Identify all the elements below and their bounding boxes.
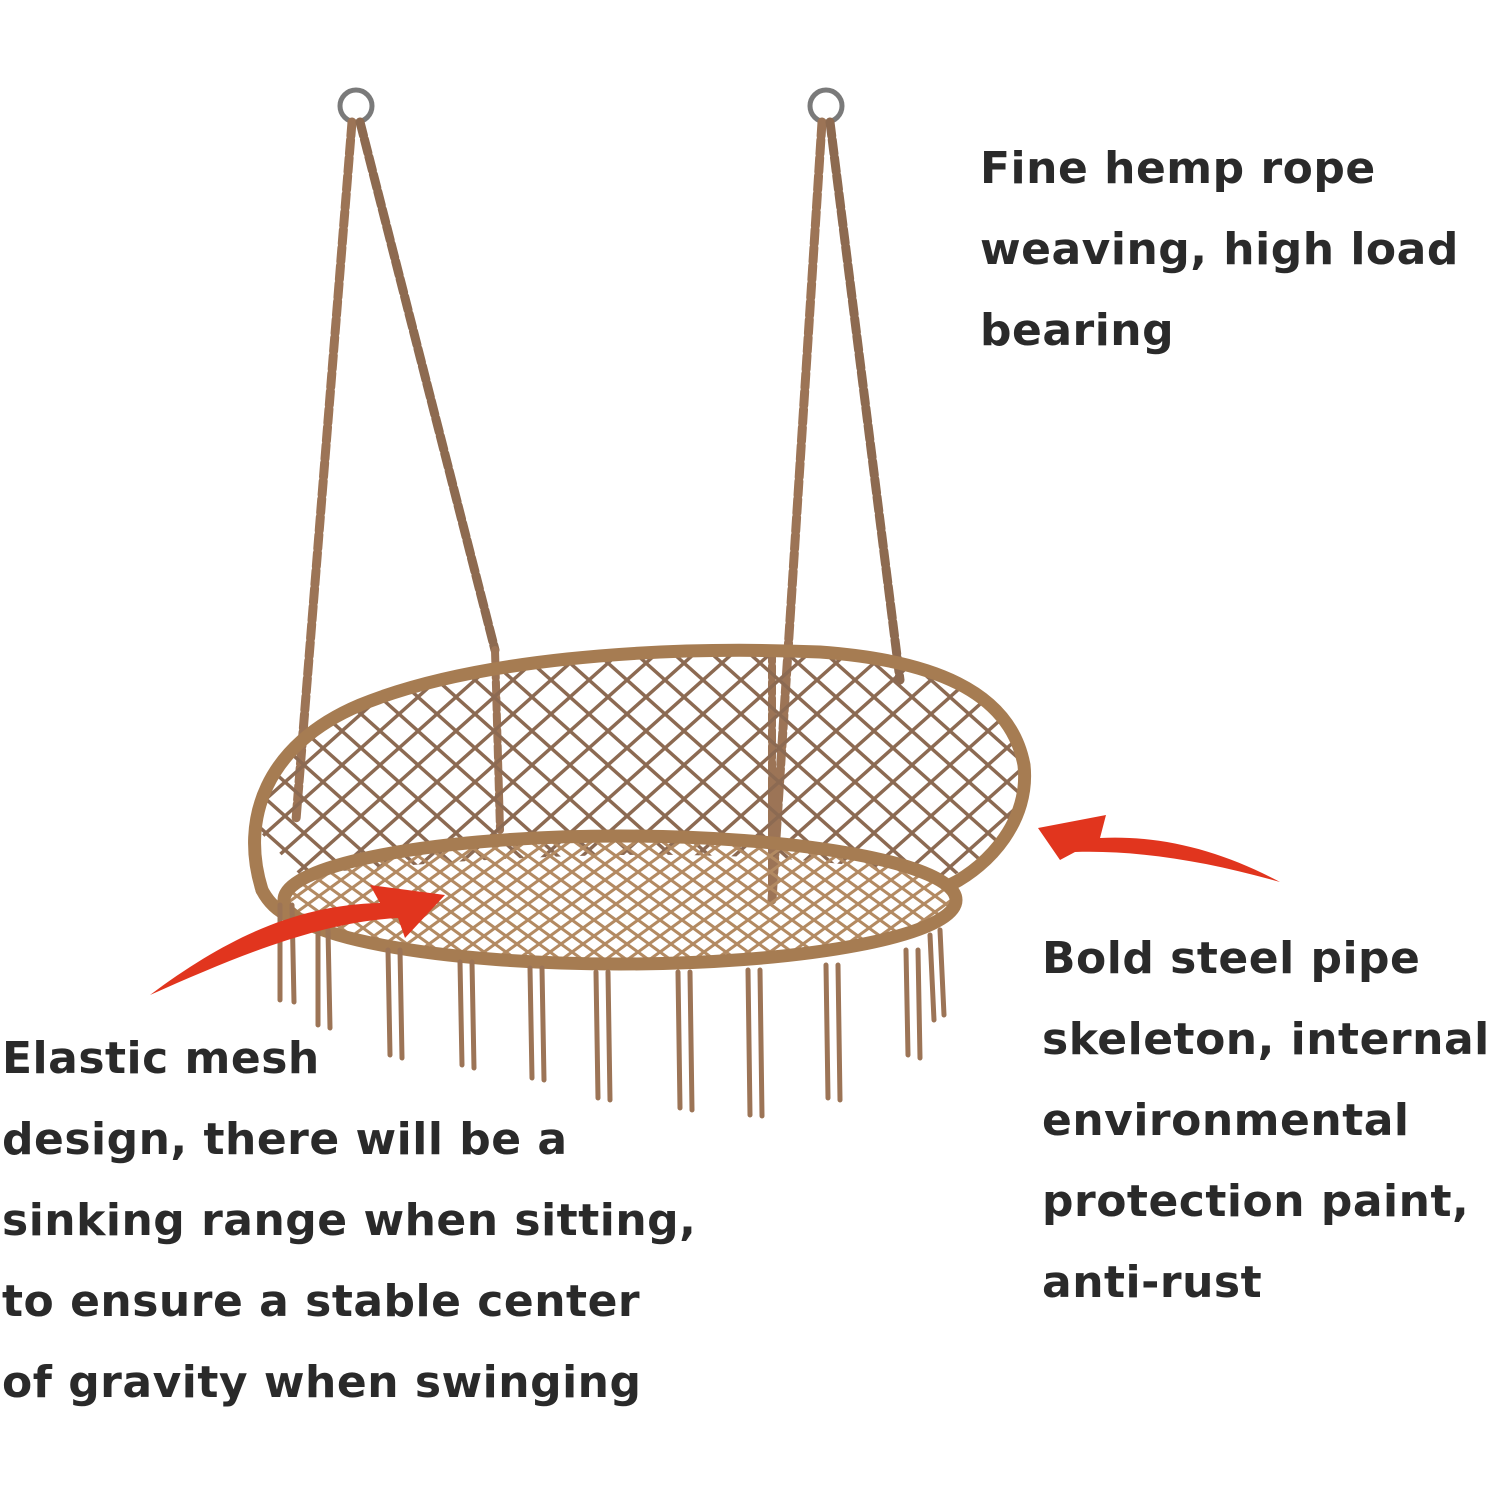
callout-rope-text: Fine hemp rope weaving, high load bearin… — [980, 128, 1459, 371]
arrow-to-frame-icon — [1038, 815, 1280, 882]
callout-line: of gravity when swinging — [2, 1357, 642, 1408]
callout-line: design, there will be a — [2, 1114, 568, 1165]
callout-line: anti-rust — [1042, 1257, 1263, 1308]
callout-line: Elastic mesh — [2, 1033, 320, 1084]
right-hanging-ring-icon — [807, 87, 845, 125]
arrow-to-seat-icon — [150, 885, 445, 995]
callout-line: environmental — [1042, 1095, 1410, 1146]
callout-pipe-text: Bold steel pipe skeleton, internal envir… — [1042, 918, 1490, 1323]
callout-line: Bold steel pipe — [1042, 933, 1421, 984]
callout-mesh-text: Elastic mesh design, there will be a sin… — [2, 1018, 696, 1423]
callout-line: skeleton, internal — [1042, 1014, 1490, 1065]
fringe-tassels — [277, 902, 947, 1119]
left-hanging-ring-icon — [337, 87, 375, 125]
callout-line: sinking range when sitting, — [2, 1195, 697, 1246]
callout-line: to ensure a stable center — [2, 1276, 641, 1327]
callout-line: bearing — [980, 305, 1175, 356]
callout-line: Fine hemp rope — [980, 143, 1376, 194]
callout-line: weaving, high load — [980, 224, 1459, 275]
callout-line: protection paint, — [1042, 1176, 1470, 1227]
